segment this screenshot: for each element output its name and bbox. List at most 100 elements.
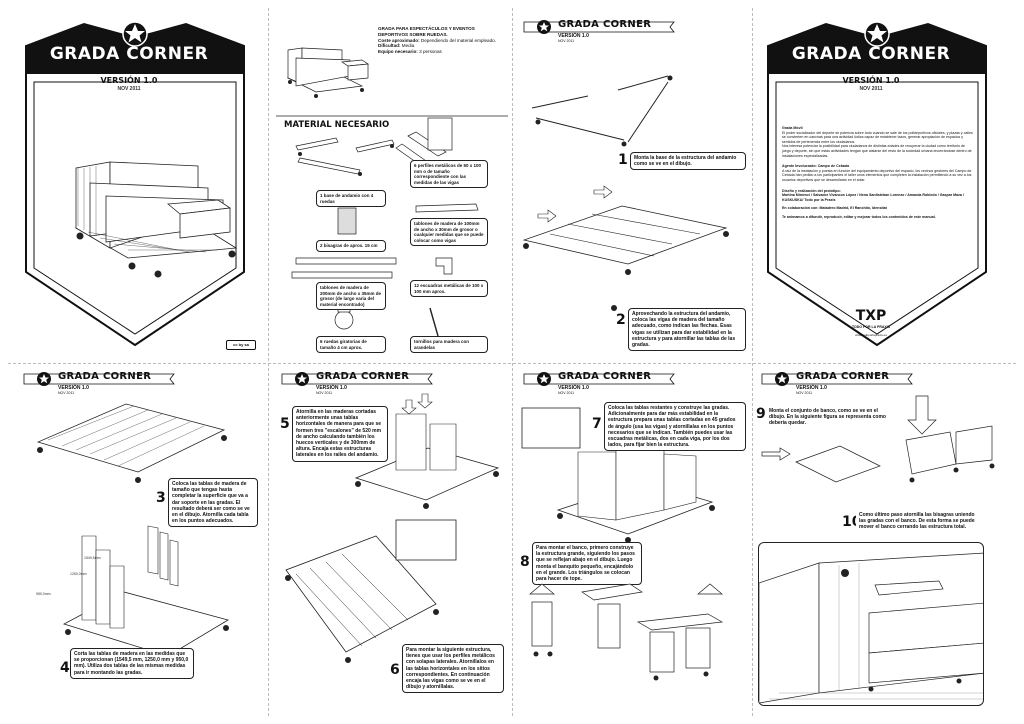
fold-line-horizontal [8, 363, 1016, 364]
steps-3-4-panel: GRADA CORNER VERSIÓN 1.0 NOV 2011 3 Colo… [18, 370, 258, 710]
step-1-note: Monta la base de la estructura del andam… [630, 152, 746, 171]
step-9-note: Monta el conjunto de banco, como se ve e… [766, 406, 890, 429]
back-title: GRADA CORNER [791, 44, 951, 64]
step-5-note: Atornilla en las maderas cortadas anteri… [292, 406, 388, 462]
cover-version: VERSIÓN 1.0 [100, 76, 158, 85]
measure-1549: 1549,5mm [84, 556, 101, 560]
header-date: NOV 2011 [796, 391, 813, 395]
step-8-note: Para montar el banco, primero construye … [532, 542, 642, 586]
step-6-illustration [285, 519, 457, 663]
cover-grandstand-illustration [74, 161, 238, 278]
back-version: VERSIÓN 1.0 [842, 76, 900, 85]
header-date: NOV 2011 [58, 391, 75, 395]
cc-license-badge: cc by sa [226, 340, 256, 350]
material-beam-boards: tablones de madera de 100mm de ancho x 3… [410, 218, 488, 247]
team-label: Equipo necesario: [378, 49, 418, 55]
project-heading: Grada Móvil [782, 126, 803, 130]
step-1-illustration [531, 75, 673, 147]
intro-team: Equipo necesario: 3 personas [378, 49, 506, 55]
txp-subtitle: TODO POR LA PRAXIS [851, 325, 891, 329]
header-version: VERSIÓN 1.0 [558, 385, 589, 391]
design-heading: Diseño y realización del prototipo: [782, 188, 841, 193]
step-5-illustration [354, 393, 500, 509]
header-banner [523, 372, 675, 386]
header-title: GRADA CORNER [316, 371, 410, 382]
header-title: GRADA CORNER [796, 371, 890, 382]
step-7-illustration [521, 407, 715, 543]
back-text-block: Grada Móvil El poder socializador del de… [782, 126, 974, 220]
project-text-1: El poder socializador del deporte se pot… [782, 130, 973, 144]
difficulty-label: Dificultad: [378, 43, 401, 49]
step-9-illustration [761, 395, 995, 483]
step-2-illustration [522, 185, 729, 311]
design-names: Martina Mimesci / Salvador Vivancos Lópe… [782, 193, 964, 202]
step-3-number: 3 [156, 490, 166, 506]
material-hinges: 2 bisagras de aprox. 15 cm [316, 240, 386, 252]
step-9-number: 9 [756, 406, 766, 422]
collab-label: En colaboración con: [782, 206, 819, 211]
header-banner [23, 372, 175, 386]
cover-date: NOV 2011 [117, 86, 141, 92]
cost-label: Coste aproximado: [378, 37, 420, 43]
material-deck-boards: tablones de madera de 200mm de ancho x 3… [316, 282, 386, 311]
step-4-number: 4 [60, 660, 70, 676]
difficulty-value: Media [401, 43, 415, 49]
header-banner [523, 20, 675, 34]
step-1-number: 1 [618, 152, 628, 168]
star-logo [122, 21, 148, 47]
step-2-note: Aprovechando la estructura del andamio, … [628, 308, 746, 352]
intro-cost: Coste aproximado: Dependiendo del materi… [378, 38, 506, 44]
measure-1250: 1250,0mm [70, 572, 87, 576]
header-banner [761, 372, 913, 386]
step-6-note: Para montar la siguiente estructura, tie… [402, 644, 504, 694]
back-date: NOV 2011 [859, 86, 883, 92]
header-date: NOV 2011 [316, 391, 333, 395]
header-title: GRADA CORNER [558, 371, 652, 382]
collab-line: En colaboración con: Matadero Madrid, El… [782, 206, 974, 211]
step-6-number: 6 [390, 662, 400, 678]
material-brackets: 12 escuadras metálicas de 100 x 100 mm a… [410, 280, 488, 298]
step-10-frame [758, 542, 984, 706]
collab-value: Matadero Madrid, El Ranchito, Idensitat [819, 206, 887, 211]
measure-950: 950,0mm [36, 592, 51, 596]
step-8-number: 8 [520, 554, 530, 570]
cover-panel: GRADA CORNER VERSIÓN 1.0 NOV 2011 cc by … [18, 18, 258, 358]
steps-7-8-panel: GRADA CORNER VERSIÓN 1.0 NOV 2011 7 Colo… [518, 370, 748, 710]
header-version: VERSIÓN 1.0 [796, 385, 827, 391]
fold-line-2 [512, 8, 513, 716]
material-scaffold-base: 1 base de andamio con 4 ruedas [316, 190, 386, 208]
cost-value: Dependiendo del material empleado. [420, 37, 496, 43]
header-date: NOV 2011 [558, 39, 575, 43]
license-text: Te animamos a difundir, reproducir, edit… [782, 214, 936, 219]
header-date: NOV 2011 [558, 391, 575, 395]
header-version: VERSIÓN 1.0 [558, 33, 589, 39]
intro-illustration [276, 47, 508, 117]
material-steel-profiles: 6 perfiles metálicos de 50 x 100 mm o de… [410, 160, 488, 189]
intro-title: GRADA PARA ESPECTÁCULOS Y EVENTOS DEPORT… [378, 26, 475, 37]
step-10-note: Como último paso atornilla las bisagras … [856, 510, 984, 533]
back-star-logo [864, 21, 890, 47]
material-screws: tornillos para madera con arandelas [410, 336, 488, 354]
step-7-note: Coloca las tablas restantes y construye … [604, 402, 746, 452]
header-title: GRADA CORNER [58, 371, 152, 382]
back-panel: GRADA CORNER VERSIÓN 1.0 NOV 2011 Grada … [760, 18, 1000, 358]
fold-line-1 [268, 8, 269, 716]
intro-text: GRADA PARA ESPECTÁCULOS Y EVENTOS DEPORT… [378, 26, 506, 55]
project-text-2: Nos interesa potenciar la posibilidad pa… [782, 144, 972, 158]
agent-heading: Agente Involucrado: Campo de Cebada [782, 164, 850, 169]
step-5-number: 5 [280, 416, 290, 432]
website[interactable]: www.todoporlapraxis.es [855, 333, 887, 337]
back-shield [767, 22, 987, 347]
material-casters: 6 ruedas giratorias de tamaño 4 cm aprox… [316, 336, 386, 354]
step-3-note: Coloca las tablas de madera de tamaño qu… [168, 478, 258, 528]
steps-5-6-panel: GRADA CORNER VERSIÓN 1.0 NOV 2011 5 Ator… [276, 370, 508, 710]
header-version: VERSIÓN 1.0 [316, 385, 347, 391]
intro-difficulty: Dificultad: Media [378, 43, 506, 49]
materials-panel: GRADA PARA ESPECTÁCULOS Y EVENTOS DEPORT… [276, 18, 508, 358]
txp-logo: TXP [855, 308, 887, 324]
header-version: VERSIÓN 1.0 [58, 385, 89, 391]
team-value: 3 personas [419, 49, 442, 55]
cover-title: GRADA CORNER [49, 44, 209, 64]
step-8-illustration [529, 583, 724, 681]
step-4-note: Corta las tablas de madera en las medida… [70, 648, 194, 679]
